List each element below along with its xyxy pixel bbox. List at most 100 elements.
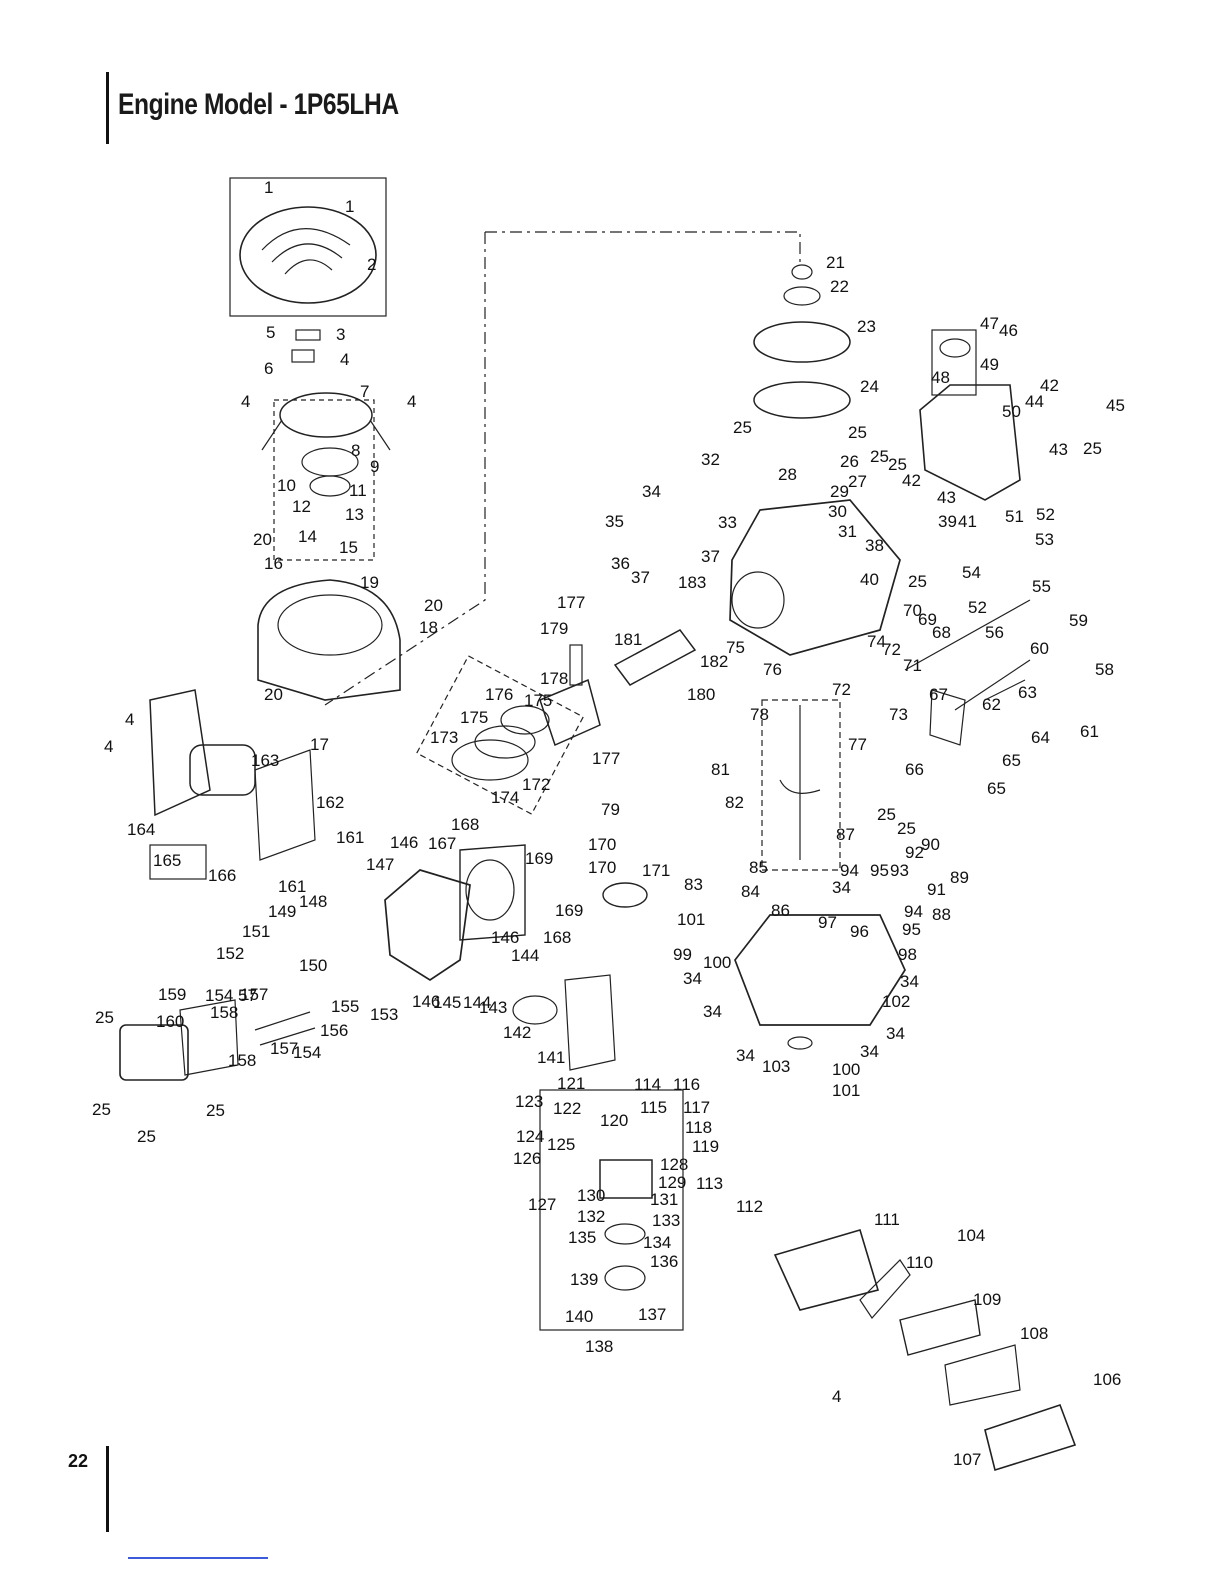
callout-41: 41 [958,512,977,531]
callout-94: 94 [840,861,859,880]
callout-178: 178 [540,669,568,688]
callout-34: 34 [736,1046,755,1065]
callout-21: 21 [826,253,845,272]
callout-72: 72 [882,640,901,659]
callout-54: 54 [962,563,981,582]
callout-40: 40 [860,570,879,589]
callout-144: 144 [463,993,491,1012]
recoil-housing [279,392,373,438]
carburetor-body [599,1159,653,1199]
callout-165: 165 [153,851,181,870]
callout-49: 49 [980,355,999,374]
callout-96: 96 [850,922,869,941]
callout-108: 108 [1020,1324,1048,1343]
callout-55: 55 [1032,577,1051,596]
foam-filter [944,1344,1021,1406]
callout-99: 99 [673,945,692,964]
callout-46: 46 [999,321,1018,340]
starter-handle-grip [291,349,315,363]
callout-169: 169 [555,901,583,920]
callout-138: 138 [585,1337,613,1356]
oil-seal [787,1036,813,1050]
callout-152: 152 [216,944,244,963]
callout-42: 42 [902,471,921,490]
callout-67: 67 [929,685,948,704]
callout-113: 113 [696,1174,723,1193]
callout-131: 131 [650,1190,678,1209]
callout-26: 26 [840,452,859,471]
callout-112: 112 [736,1197,763,1216]
callout-86: 86 [771,901,790,920]
callout-52: 52 [968,598,987,617]
callout-59: 59 [1069,611,1088,630]
flywheel [753,381,851,419]
crankcase [729,499,901,656]
callout-103: 103 [762,1057,790,1076]
callout-133: 133 [652,1211,680,1230]
callout-52: 52 [1036,505,1055,524]
callout-78: 78 [750,705,769,724]
piston-ring-3 [500,705,550,735]
callout-29: 29 [830,482,849,501]
piston [539,678,601,747]
callout-95: 95 [902,920,921,939]
callout-176: 176 [485,685,513,704]
callout-45: 45 [1106,396,1125,415]
callout-81: 81 [711,760,730,779]
callout-25: 25 [908,572,927,591]
callout-65: 65 [1002,751,1021,770]
crankshaft [779,705,821,860]
callout-92: 92 [905,843,924,862]
callout-8: 8 [351,441,360,460]
crankcase-cover [734,914,906,1026]
callout-175: 175 [460,708,488,727]
callout-34: 34 [860,1042,879,1061]
callout-34: 34 [683,969,702,988]
callout-156: 156 [320,1021,348,1040]
callout-25: 25 [206,1101,225,1120]
callout-114: 114 [634,1075,661,1094]
flywheel-washer [783,286,821,306]
callout-17: 17 [310,735,329,754]
callout-94: 94 [904,902,923,921]
air-cleaner-gasket [859,1259,911,1319]
callout-149: 149 [268,902,296,921]
callout-137: 137 [638,1305,666,1324]
callout-147: 147 [366,855,394,874]
callout-155: 155 [331,997,359,1016]
callout-9: 9 [370,457,379,476]
callout-171: 171 [642,861,670,880]
valve-cover-gasket [179,999,239,1076]
callout-25: 25 [92,1100,111,1119]
callout-60: 60 [1030,639,1049,658]
title-rule [106,72,109,144]
callout-25: 25 [137,1127,156,1146]
callout-100: 100 [832,1060,860,1079]
callout-10: 10 [277,476,296,495]
muffler-shield [149,689,211,817]
callout-47: 47 [980,314,999,333]
callout-4: 4 [104,737,113,756]
callout-145: 145 [433,993,461,1012]
callout-134: 134 [643,1233,671,1252]
callout-31: 31 [838,522,857,541]
callout-58: 58 [1095,660,1114,679]
callout-120: 120 [600,1111,628,1130]
footer-link-underline [128,1557,268,1559]
callout-25: 25 [95,1008,114,1027]
callout-34: 34 [900,972,919,991]
head-gasket [459,844,526,941]
callout-146: 146 [390,833,418,852]
callout-139: 139 [570,1270,598,1289]
callout-53: 53 [1035,530,1054,549]
callout-48: 48 [931,368,950,387]
callout-101: 101 [832,1081,860,1100]
callout-25: 25 [870,447,889,466]
callout-65: 65 [987,779,1006,798]
callout-161: 161 [336,828,364,847]
callout-70: 70 [903,601,922,620]
page-number-rule [106,1446,109,1532]
callout-56: 56 [985,623,1004,642]
callout-76: 76 [763,660,782,679]
callout-123: 123 [515,1092,543,1111]
